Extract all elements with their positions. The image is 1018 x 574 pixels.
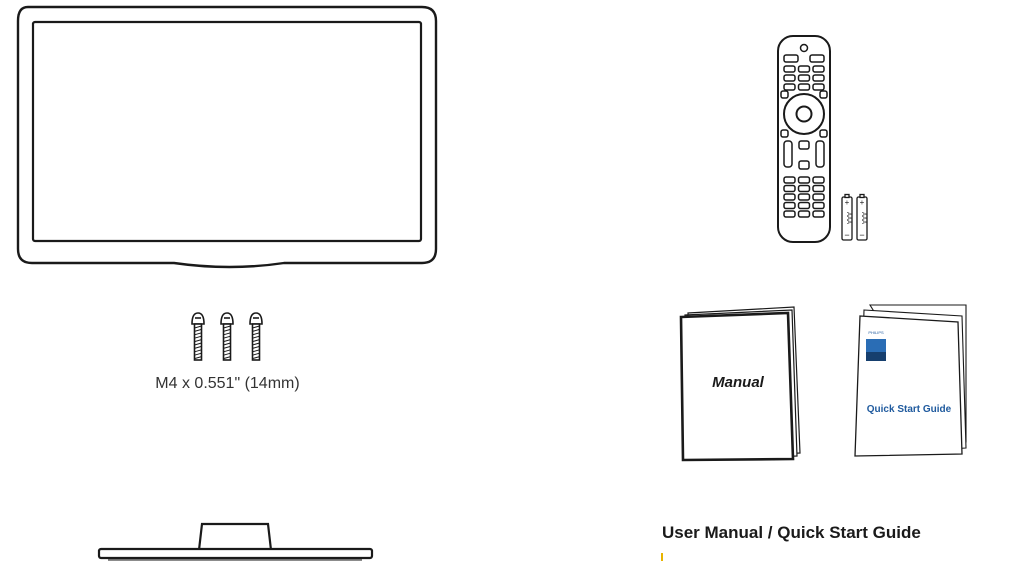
battery-1-minus: − <box>844 230 849 240</box>
dpad-corner-bl <box>780 129 789 138</box>
battery-1-plus: + <box>845 198 850 207</box>
stand-plate <box>97 547 374 560</box>
remote-top-button <box>783 74 796 82</box>
screw-shaft <box>222 323 232 361</box>
screw-thread <box>223 332 231 336</box>
screw-thread <box>252 352 260 356</box>
home-button <box>798 160 810 170</box>
stand-neck <box>197 522 273 551</box>
remote-top-button <box>812 65 825 73</box>
battery-2-cap <box>859 193 865 199</box>
screw-shaft <box>193 323 203 361</box>
remote-top-button <box>812 74 825 82</box>
remote-number-button <box>797 184 811 193</box>
screw-thread <box>252 345 260 349</box>
screw-thread <box>223 345 231 349</box>
dpad-corner-br <box>819 129 828 138</box>
screw-thread <box>252 342 260 346</box>
remote-number-button <box>783 201 796 210</box>
battery-1-cap <box>844 193 850 199</box>
remote-control-illustration <box>777 35 831 243</box>
battery-2-minus: − <box>859 230 864 240</box>
screw-thread <box>223 342 231 346</box>
power-button <box>799 43 809 53</box>
remote-body <box>777 35 831 243</box>
remote-number-button <box>783 184 796 193</box>
screw-thread <box>223 352 231 356</box>
remote-top-button <box>797 65 811 73</box>
remote-number-button <box>812 193 825 201</box>
screw-thread <box>252 328 260 332</box>
remote-number-button <box>812 210 825 218</box>
remote-number-button <box>797 201 811 210</box>
qsg-cover <box>854 315 963 457</box>
screw-thread <box>194 332 202 336</box>
tv-monitor-illustration <box>16 5 438 269</box>
screw-thread <box>223 339 231 343</box>
battery-2-plus: + <box>860 198 865 207</box>
screw-size-caption: M4 x 0.551" (14mm) <box>155 375 300 392</box>
screw-thread <box>194 345 202 349</box>
manual-cover-title: Manual <box>712 374 765 391</box>
screw-thread <box>194 335 202 339</box>
screw-thread <box>223 356 231 360</box>
battery-1-label: AAA <box>845 212 851 224</box>
channel-rocker <box>815 140 825 168</box>
screw-thread <box>223 349 231 353</box>
tv-screen <box>31 20 423 243</box>
aaa-batteries-illustration: + AAA − + AAA − <box>841 193 868 241</box>
dpad-ring <box>783 93 825 135</box>
remote-top-button <box>797 74 811 82</box>
remote-number-button <box>812 201 825 210</box>
remote-number-button <box>797 210 811 218</box>
screw-shaft <box>251 323 261 361</box>
screw-thread <box>252 335 260 339</box>
screw-thread <box>194 349 202 353</box>
screw-thread <box>223 335 231 339</box>
screw-thread <box>252 339 260 343</box>
screw-thread <box>252 356 260 360</box>
remote-number-button <box>797 193 811 201</box>
screw-thread <box>194 356 202 360</box>
screw-thread <box>194 352 202 356</box>
dpad-ok-button <box>795 105 813 123</box>
qsg-brand-logo: PHILIPS <box>868 330 884 335</box>
screws-illustration <box>191 312 263 361</box>
remote-top-button <box>809 54 825 63</box>
remote-number-button <box>797 176 811 184</box>
remote-number-button <box>783 193 796 201</box>
volume-rocker <box>783 140 793 168</box>
screw-thread <box>194 339 202 343</box>
remote-number-button <box>783 210 796 218</box>
remote-top-button <box>783 65 796 73</box>
remote-number-button <box>812 184 825 193</box>
manual-cover <box>679 311 795 462</box>
remote-top-button <box>783 54 799 63</box>
screw-thread <box>252 349 260 353</box>
tv-base-stand-illustration <box>97 522 374 561</box>
remote-top-button <box>783 83 796 91</box>
user-manual-booklet: Manual <box>679 306 801 462</box>
dpad-corner-tr <box>819 90 828 99</box>
dpad-corner-tl <box>780 90 789 99</box>
documents-heading: User Manual / Quick Start Guide <box>662 523 921 542</box>
qsg-color-block-dark <box>866 352 886 361</box>
screw-thread <box>223 328 231 332</box>
battery-2-label: AAA <box>860 212 866 224</box>
remote-top-button <box>812 83 825 91</box>
remote-top-button <box>797 83 811 91</box>
screw-thread <box>194 325 202 329</box>
mute-button <box>798 140 810 150</box>
screw-thread <box>194 328 202 332</box>
remote-number-button <box>812 176 825 184</box>
quick-start-guide-booklet: PHILIPS Quick Start Guide <box>854 304 967 457</box>
screw-thread <box>194 342 202 346</box>
screw-thread <box>252 332 260 336</box>
qsg-cover-title: Quick Start Guide <box>867 404 952 415</box>
remote-number-button <box>783 176 796 184</box>
screw-thread <box>223 325 231 329</box>
accent-mark <box>661 553 663 561</box>
screw-thread <box>252 325 260 329</box>
